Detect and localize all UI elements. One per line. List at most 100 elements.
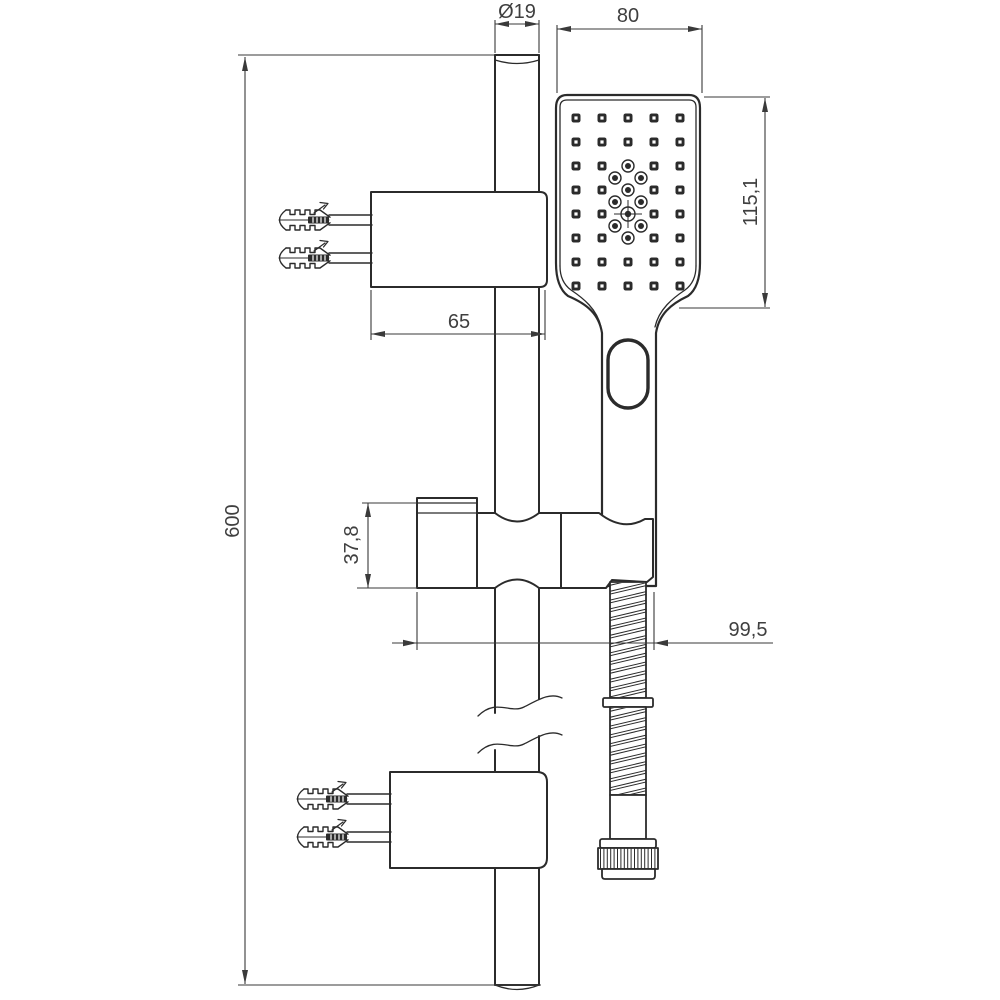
dim-label-slider-height: 37,8 xyxy=(341,526,363,565)
coil-line xyxy=(610,670,646,680)
nozzle-pinhole xyxy=(678,212,682,216)
coil-line xyxy=(610,646,646,657)
lock-knob xyxy=(416,497,478,589)
extension-lines xyxy=(238,54,541,986)
nozzle-pinhole xyxy=(574,116,578,120)
nozzle-pinhole xyxy=(600,284,604,288)
coil-line xyxy=(610,737,646,747)
nozzle-pinhole xyxy=(600,164,604,168)
coil-line xyxy=(630,790,646,794)
hose-end-tube xyxy=(609,794,647,840)
nozzle-pinhole xyxy=(626,116,630,120)
coil-line xyxy=(610,585,646,595)
nozzle-pinhole xyxy=(600,212,604,216)
coil-line xyxy=(610,752,646,762)
screw-thread xyxy=(326,833,347,841)
nozzle-pinhole xyxy=(678,140,682,144)
extension-lines xyxy=(679,96,770,309)
dim-label-rail-diameter: Ø19 xyxy=(498,1,536,23)
wall-bracket-top xyxy=(370,191,548,288)
dim-label-head-height: 115,1 xyxy=(740,178,762,227)
mode-button xyxy=(606,338,650,410)
nozzle-pinhole xyxy=(600,140,604,144)
dimension-head-height: 115,1 xyxy=(679,96,770,309)
coil-line xyxy=(618,787,646,794)
coil-line xyxy=(610,602,646,613)
rail-slider-body xyxy=(476,512,562,589)
coil-line xyxy=(610,761,646,771)
coil-line xyxy=(610,778,646,789)
nozzle-pinhole xyxy=(652,140,656,144)
coil-line xyxy=(610,728,646,739)
plug-ribs-top xyxy=(303,788,349,797)
knurl-lines xyxy=(600,848,656,869)
coil-line xyxy=(610,679,646,689)
coil-line xyxy=(610,781,646,791)
extension-lines xyxy=(556,25,703,93)
nozzle-pinhole xyxy=(574,212,578,216)
hose-coil-upper xyxy=(610,583,646,697)
coil-line xyxy=(610,755,646,765)
nozzle-round-core xyxy=(638,199,644,205)
arrow-right-inward xyxy=(654,639,668,647)
coil-line xyxy=(610,743,646,753)
nozzle-pinhole xyxy=(678,236,682,240)
nozzle-pinhole xyxy=(652,284,656,288)
lock-knob-lines xyxy=(416,502,478,514)
nozzle-pinhole xyxy=(652,164,656,168)
nut-cap xyxy=(599,838,657,849)
plug-fin xyxy=(331,818,347,831)
dimension-head-width: 80 xyxy=(556,5,703,93)
coil-line xyxy=(610,770,646,780)
dimension-slider-height: 37,8 xyxy=(341,502,417,589)
coil-line xyxy=(610,644,646,654)
coil-line xyxy=(610,591,646,601)
coil-line xyxy=(610,711,646,721)
screw-thread xyxy=(308,216,329,224)
nozzle-pinhole xyxy=(678,284,682,288)
nozzle-center-crosshair xyxy=(614,200,642,228)
coil-line xyxy=(610,720,646,730)
coil-line xyxy=(610,673,646,683)
nozzle-grid xyxy=(571,113,685,291)
plug-ribs-bottom xyxy=(303,839,349,848)
nozzle-pinhole xyxy=(652,260,656,264)
nozzle-pinhole xyxy=(626,284,630,288)
nozzle-pinhole xyxy=(600,116,604,120)
coil-line xyxy=(610,583,646,592)
screw-thread xyxy=(326,795,347,803)
face-plate-inner-curve-left xyxy=(559,265,602,328)
nozzle-pinhole xyxy=(652,236,656,240)
coil-line xyxy=(610,682,646,692)
nozzle-pinhole xyxy=(626,260,630,264)
coil-line xyxy=(610,726,646,736)
nozzle-pinhole xyxy=(574,260,578,264)
bracket-body xyxy=(370,191,548,288)
nozzle-pinhole xyxy=(626,140,630,144)
dimension-rail-length: 600 xyxy=(222,54,541,986)
hose-collar xyxy=(602,697,654,708)
break-lines xyxy=(477,695,563,754)
screw-shaft xyxy=(328,214,373,226)
hose-coil-lower xyxy=(610,708,646,794)
bracket-body xyxy=(389,771,548,869)
coil-line xyxy=(610,655,646,665)
face-plate-inner-curve-right xyxy=(654,265,697,328)
nozzle-pinhole xyxy=(652,212,656,216)
nozzle-pinhole xyxy=(574,188,578,192)
nozzle-pinhole xyxy=(574,236,578,240)
nozzle-round-core xyxy=(625,235,631,241)
coil-line xyxy=(610,664,646,674)
break-line-upper xyxy=(477,695,563,717)
dim-label-holder-reach: 99,5 xyxy=(729,619,768,641)
nozzle-pinhole xyxy=(652,116,656,120)
coil-line xyxy=(610,661,646,671)
nozzle-round-core xyxy=(638,223,644,229)
nozzle-pinhole xyxy=(678,188,682,192)
nozzle-pinhole xyxy=(574,284,578,288)
coil-line xyxy=(610,717,646,727)
plug-ribs-bottom xyxy=(303,801,349,810)
plug-ribs-top xyxy=(303,826,349,835)
wall-anchor xyxy=(296,780,392,810)
